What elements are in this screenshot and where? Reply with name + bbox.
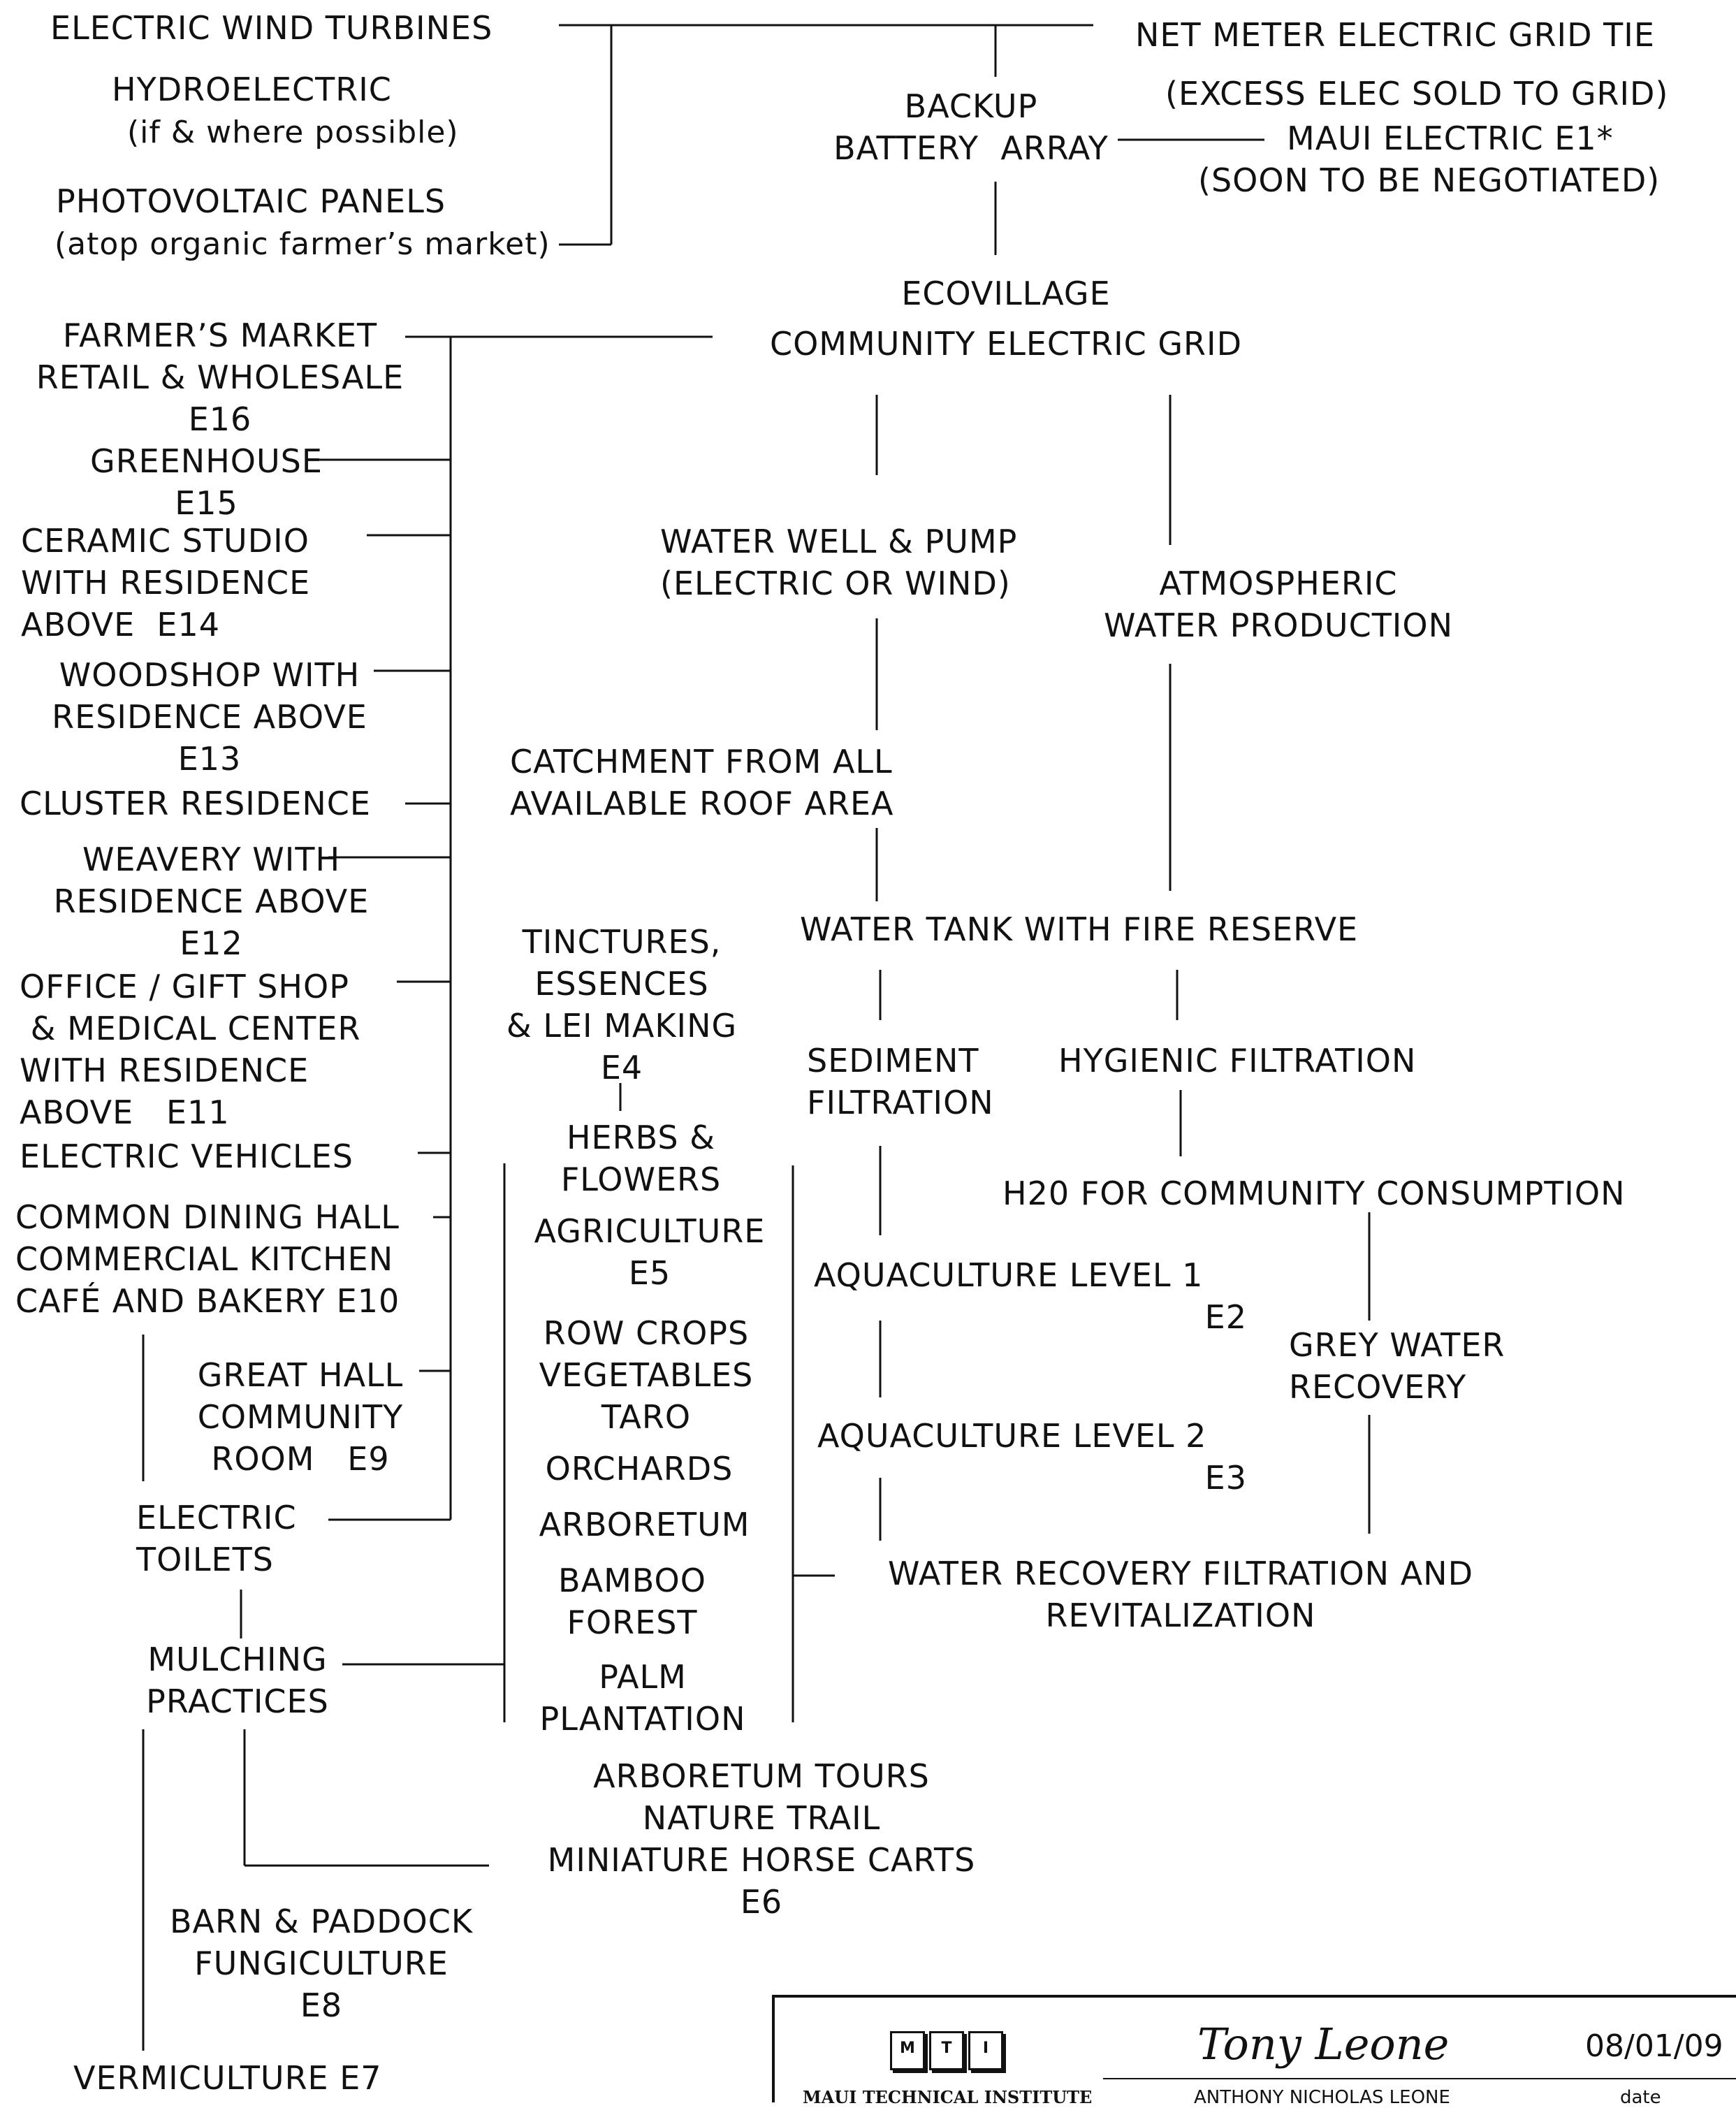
atmospheric-water-label: Atmospheric Water Production (1103, 565, 1453, 644)
row-crops-label: Row Crops Vegetables Taro (539, 1314, 754, 1436)
aquaculture-2-code: E3 (1204, 1459, 1247, 1497)
sediment-filtration-label: Sediment Filtration (807, 1042, 994, 1121)
institute-name: MAUI TECHNICAL INSTITUTE (803, 2087, 1093, 2107)
arboretum-label: Arboretum (539, 1506, 750, 1543)
drawing-date: 08/01/09 (1585, 2028, 1723, 2064)
farmers-market-label: Farmer’s Market Retail & Wholesale E16 (36, 317, 404, 438)
logo-key: T (929, 2031, 964, 2070)
mulching-label: Mulching Practices (146, 1641, 329, 1720)
aquaculture-1-label: Aquaculture Level 1 (814, 1256, 1204, 1294)
signature: Tony Leone (1197, 2019, 1450, 2070)
photovoltaic-note: (atop organic farmer’s market) (54, 226, 550, 262)
h2o-consumption-label: H20 for Community Consumption (1002, 1175, 1626, 1212)
community-grid-label: Ecovillage Community Electric Grid (769, 275, 1242, 363)
barn-paddock-label: Barn & Paddock Fungiculture E8 (169, 1903, 474, 2024)
catchment-label: Catchment from All Available Roof Area (510, 743, 894, 822)
dining-hall-label: Common Dining Hall Commercial Kitchen Ca… (15, 1198, 400, 1320)
logo-key: M (890, 2031, 925, 2070)
electric-toilets-label: Electric Toilets (136, 1499, 297, 1578)
grid-tie-label: Net Meter Electric Grid Tie (1135, 16, 1655, 54)
palm-plantation-label: Palm Plantation (539, 1658, 746, 1738)
great-hall-label: Great Hall Community Room E9 (197, 1356, 404, 1478)
water-recovery-label: Water Recovery Filtration and Revitaliza… (887, 1555, 1474, 1634)
weavery-label: Weavery with Residence Above E12 (53, 841, 370, 962)
photovoltaic-label: Photovoltaic Panels (56, 182, 446, 220)
title-block-divider (1103, 2078, 1736, 2079)
greenhouse-label: Greenhouse E15 (90, 442, 323, 522)
logo-key: I (968, 2031, 1003, 2070)
excess-sold-label: (Excess Elec Sold to Grid) (1165, 75, 1669, 112)
tinctures-label: Tinctures, Essences & Lei Making E4 (506, 923, 738, 1086)
office-medical-label: Office / Gift Shop & Medical Center with… (20, 968, 361, 1131)
battery-array-label: Backup Battery Array (833, 87, 1109, 167)
woodshop-label: Woodshop with Residence Above E13 (52, 656, 367, 778)
date-caption: date (1620, 2087, 1661, 2108)
hydroelectric-label: Hydroelectric (112, 71, 392, 108)
vermiculture-label: Vermiculture E7 (73, 2059, 382, 2097)
maui-electric-label: Maui Electric E1* (1287, 119, 1614, 157)
water-well-label: Water Well & Pump (Electric or Wind) (660, 523, 1018, 602)
aquaculture-2-label: Aquaculture Level 2 (817, 1417, 1207, 1455)
grey-water-label: Grey Water Recovery (1289, 1326, 1505, 1406)
negotiation-note: (Soon to be Negotiated) (1198, 161, 1661, 199)
hygienic-filtration-label: Hygienic Filtration (1058, 1042, 1417, 1080)
ceramic-studio-label: Ceramic Studio with Residence Above E14 (21, 522, 311, 644)
agriculture-label: Agriculture E5 (534, 1212, 766, 1292)
aquaculture-1-code: E2 (1204, 1298, 1247, 1336)
author-name: ANTHONY NICHOLAS LEONE (1194, 2087, 1450, 2108)
wind-turbines-label: Electric Wind Turbines (50, 9, 493, 47)
hydroelectric-note: (if & where possible) (127, 115, 459, 150)
herbs-flowers-label: Herbs & Flowers (560, 1119, 722, 1198)
orchards-label: Orchards (545, 1450, 734, 1488)
electric-vehicles-label: Electric Vehicles (20, 1137, 353, 1175)
water-tank-label: Water Tank with Fire Reserve (800, 910, 1359, 948)
bamboo-forest-label: Bamboo Forest (558, 1562, 706, 1641)
arboretum-tours-label: Arboretum Tours Nature Trail Miniature H… (547, 1757, 976, 1921)
cluster-residence-label: Cluster Residence (20, 785, 371, 822)
